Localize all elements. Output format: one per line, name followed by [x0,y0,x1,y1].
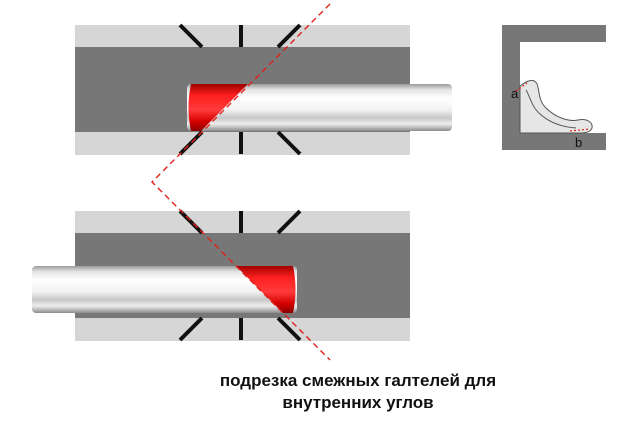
cornice-profile [519,79,593,134]
cut-guide-line [151,3,331,361]
profile-red-mark-b [569,128,591,132]
bottom-saw-slots [178,209,302,342]
point-a-label: a [511,86,519,101]
top-molding-cut-face [188,84,248,131]
bottom-molding [32,266,297,313]
top-molding-body [187,84,452,131]
caption-line-2: внутренних углов [282,393,434,412]
profile-bracket [502,25,606,150]
bottom-molding-body [32,266,297,313]
caption-line-1: подрезка смежных галтелей для [219,371,497,390]
bottom-molding-cut-face [236,266,296,313]
point-b-label: b [575,135,582,150]
top-saw-slots [178,23,302,156]
top-molding [187,84,452,131]
profile-inner-line [525,89,577,129]
profile-cross-section: a b [502,25,606,150]
cut-guide-lines [151,3,331,361]
